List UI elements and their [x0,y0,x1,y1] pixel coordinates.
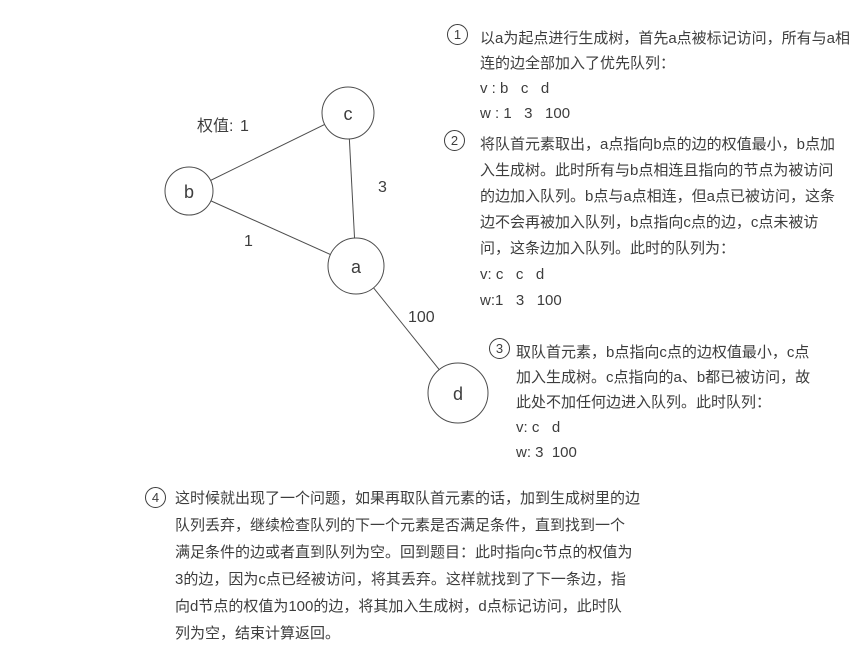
step-3-line-2: 加入生成树。c点指向的a、b都已被访问，故 [516,369,811,386]
edge-weight-b-c: 1 [240,118,249,135]
step-2-line-1: 将队首元素取出，a点指向b点的边的权值最小，b点加 [480,136,836,153]
step-1-line-1: 以a为起点进行生成树，首先a点被标记访问，所有与a相 [480,30,851,47]
step-2-queue-v: v: c c d [480,266,545,283]
edge-weight-c-a: 3 [378,179,387,196]
step-2-queue-w: w:1 3 100 [480,292,562,309]
edge-b-c [188,112,349,192]
step-3-line-3: 此处不加任何边进入队列。此时队列： [516,394,772,411]
step-1-queue-v: v : b c d [480,80,550,97]
step-4-line-4: 3的边，因为c点已经被访问，将其丢弃。这样就找到了下一条边，指 [175,571,626,588]
node-c [321,86,375,140]
node-d [427,362,489,424]
step-2-line-3: 的边加入队列。b点与a点相连，但a点已被访问，这条 [480,188,836,205]
step-2-line-2: 入生成树。此时所有与b点相连且指向的节点为被访问 [480,162,834,179]
edge-b-a [188,190,357,267]
step-1-line-2: 连的边全部加入了优先队列： [480,55,676,72]
step-3-text: 取队首元素，b点指向c点的边权值最小，c点 加入生成树。c点指向的a、b都已被访… [516,340,810,465]
step-4-line-2: 队列丢弃，继续检查队列的下一个元素是否满足条件，直到找到一个 [175,517,626,534]
node-a [327,237,385,295]
step-3-queue-w: w: 3 100 [516,444,577,461]
step-2-line-4: 边不会再被加入队列，b点指向c点的边，c点未被访 [480,214,819,231]
graph-canvas: c b a d 权值: 1 3 1 100 [164,86,489,424]
node-d-label: d [453,384,463,404]
step-4-badge: 4 [145,487,166,508]
step-2-badge: 2 [444,130,465,151]
step-1-text: 以a为起点进行生成树，首先a点被标记访问，所有与a相 连的边全部加入了优先队列：… [480,26,850,126]
node-c-label: c [344,104,353,124]
step-2-text: 将队首元素取出，a点指向b点的边的权值最小，b点加 入生成树。此时所有与b点相连… [480,132,835,314]
step-4-line-5: 向d节点的权值为100的边，将其加入生成树，d点标记访问，此时队 [175,598,622,615]
step-1-badge: 1 [447,24,468,45]
node-a-label: a [351,257,362,277]
step-3-line-1: 取队首元素，b点指向c点的边权值最小，c点 [516,344,810,361]
edge-weight-legend: 权值: [197,117,233,135]
node-b-label: b [184,182,194,202]
step-2-line-5: 问，这条边加入队列。此时的队列为： [480,240,736,257]
step-3-queue-v: v: c d [516,419,561,436]
step-3-badge: 3 [489,338,510,359]
step-1-queue-w: w : 1 3 100 [480,105,571,122]
step-4-text: 这时候就出现了一个问题，如果再取队首元素的话，加到生成树里的边 队列丢弃，继续检… [175,485,640,647]
edge-weight-b-a: 1 [244,233,253,250]
node-b [164,166,214,216]
step-4-line-6: 列为空，结束计算返回。 [175,625,341,642]
step-4-line-3: 满足条件的边或者直到队列为空。回到题目：此时指向c节点的权值为 [175,544,633,561]
step-4-line-1: 这时候就出现了一个问题，如果再取队首元素的话，加到生成树里的边 [175,490,641,507]
edge-weight-a-d: 100 [408,309,435,326]
